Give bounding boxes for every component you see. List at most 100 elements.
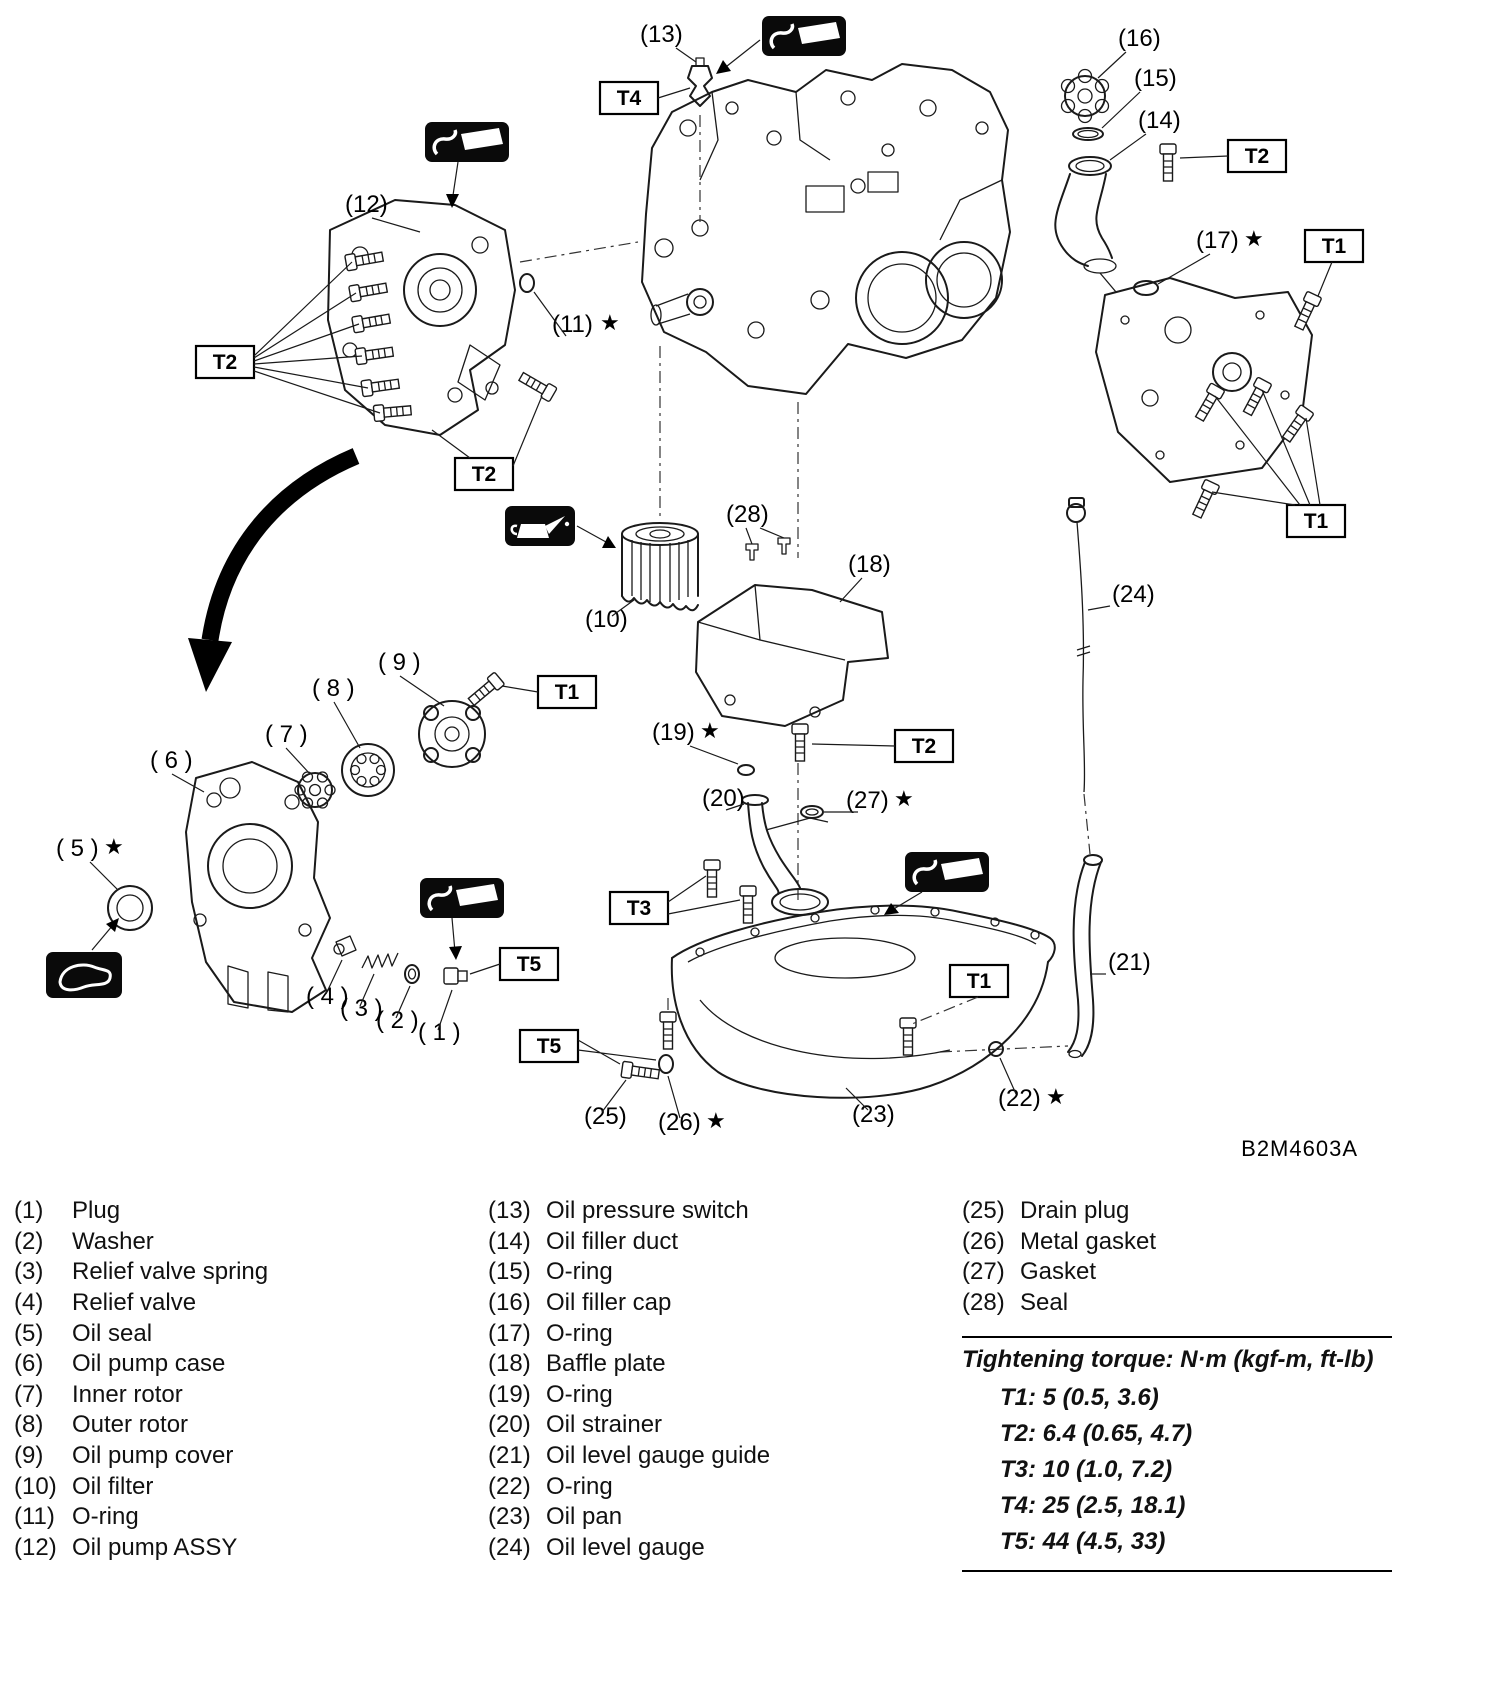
legend-item-number: (3): [14, 1258, 44, 1286]
legend-item-number: (26): [962, 1227, 1005, 1255]
legend-item-label: O-ring: [546, 1258, 613, 1286]
torque-box-t5-drain: T5: [518, 1028, 657, 1065]
legend-item: (15) O-ring: [488, 1257, 770, 1288]
bolt: [1239, 376, 1273, 418]
callout-8: ( 8 ): [312, 675, 355, 702]
callout-10: (10): [585, 606, 628, 633]
legend-item-label: Baffle plate: [546, 1350, 666, 1378]
legend-item-label: Oil strainer: [546, 1411, 663, 1439]
plug: [443, 967, 468, 985]
torque-box-t2-left: T2: [194, 261, 381, 414]
torque-box-t1-top-right: T1: [1303, 228, 1365, 297]
callout-22: (22): [998, 1085, 1041, 1112]
legend-item: (4)Relief valve: [14, 1288, 268, 1319]
oil-pan: [670, 904, 1056, 1099]
callout-1: ( 1 ): [418, 1019, 461, 1046]
callout-28: (28): [726, 501, 769, 528]
callout-13: (13): [640, 21, 683, 48]
legend-item-label: Oil pump ASSY: [72, 1533, 238, 1561]
baffle-plate: [695, 584, 889, 727]
outer-rotor: [341, 743, 395, 797]
legend-item-label: Oil pump cover: [72, 1442, 234, 1470]
legend-item-number: (4): [14, 1289, 44, 1317]
legend-item: (25) Drain plug: [962, 1196, 1156, 1227]
bolt: [372, 401, 413, 423]
callout-3: ( 3 ): [340, 995, 383, 1022]
legend-item-number: (8): [14, 1411, 44, 1439]
relief-valve: [333, 935, 357, 957]
oil-level-gauge: [1066, 497, 1091, 793]
legend-item-label: Oil pan: [546, 1503, 623, 1531]
legend-item-label: Metal gasket: [1020, 1227, 1157, 1255]
legend-item-label: Inner rotor: [72, 1380, 183, 1408]
svg-text:T3: T3: [627, 897, 652, 920]
torque-box-t2-baffle: T2: [811, 728, 955, 764]
callout-2: ( 2 ): [376, 1007, 419, 1034]
torque-table-title: Tightening torque: N·m (kgf-m, ft-lb): [962, 1346, 1374, 1373]
legend-item-number: (24): [488, 1533, 531, 1561]
torque-box-t4: T4: [598, 80, 691, 116]
legend-item: (19)O-ring: [488, 1380, 770, 1411]
torque-row-t1: T1: 5 (0.5, 3.6): [1000, 1384, 1159, 1411]
relief-valve-spring: [361, 952, 399, 969]
legend-item-number: (18): [488, 1350, 531, 1378]
bolt: [739, 885, 757, 924]
bolt: [351, 310, 392, 334]
torque-row-t5: T5: 44 (4.5, 33): [1000, 1528, 1166, 1555]
legend-item: (27)Gasket: [962, 1257, 1156, 1288]
oil-pump-assy: [327, 199, 516, 436]
figure-reference-code: B2M4603A: [1241, 1136, 1358, 1161]
svg-text:T5: T5: [517, 953, 542, 976]
bolt: [1159, 143, 1177, 182]
oil-pump-case: [185, 761, 331, 1013]
callout-7: ( 7 ): [265, 721, 308, 748]
legend-item-label: Drain plug: [1020, 1197, 1130, 1225]
legend-item-label: Plug: [72, 1197, 121, 1225]
legend-item-label: Oil filter: [72, 1472, 154, 1500]
legend-item-number: (27): [962, 1258, 1005, 1286]
legend-item: (8)Outer rotor: [14, 1410, 268, 1441]
liquid-gasket-icon-box: [44, 918, 124, 1000]
legend-item-number: (12): [14, 1533, 57, 1561]
sealant-icon-box-pan: [884, 850, 991, 915]
legend-item-number: (6): [14, 1350, 44, 1378]
legend-item: (6)Oil pump case: [14, 1349, 268, 1380]
legend-item-label: O-ring: [72, 1503, 139, 1531]
torque-row-t3: T3: 10 (1.0, 7.2): [1000, 1456, 1173, 1483]
legend-item: (2)Washer: [14, 1227, 268, 1258]
legend-item-number: (14): [488, 1227, 531, 1255]
sealant-icon-box-pump: [423, 120, 511, 208]
drain-plug: [620, 1060, 661, 1083]
callout-17: (17): [1196, 227, 1239, 254]
legend-item-number: (13): [488, 1197, 531, 1225]
bolt: [354, 343, 395, 366]
torque-box-t2-top-right: T2: [1179, 138, 1288, 174]
legend-item: (5)Oil seal: [14, 1318, 268, 1349]
legend-item: (9)Oil pump cover: [14, 1441, 268, 1472]
callout-6: ( 6 ): [150, 747, 193, 774]
legend-item-label: Seal: [1020, 1289, 1069, 1317]
engine-block: [641, 63, 1011, 395]
legend-item: (11)O-ring: [14, 1502, 268, 1533]
seal: [745, 543, 759, 561]
svg-text:T1: T1: [555, 681, 580, 704]
callout-9: ( 9 ): [378, 649, 421, 676]
legend-item-label: Oil filler cap: [546, 1289, 672, 1317]
legend-item-label: Relief valve spring: [72, 1258, 269, 1286]
separator-cover: [1095, 277, 1313, 483]
callout-26: (26): [658, 1109, 701, 1136]
svg-text:T4: T4: [617, 87, 642, 110]
legend-item-number: (25): [962, 1197, 1005, 1225]
legend-item: (12) Oil pump ASSY: [14, 1533, 268, 1564]
baffle-o-ring: [737, 764, 755, 776]
callout-14: (14): [1138, 107, 1181, 134]
seal: [777, 537, 791, 555]
svg-text:T2: T2: [472, 463, 497, 486]
star-19: ★: [700, 719, 720, 744]
legend-item-label: Oil level gauge: [546, 1533, 705, 1561]
legend-item-number: (10): [14, 1472, 57, 1500]
legend-item: (3) Relief valve spring: [14, 1257, 268, 1288]
svg-text:T1: T1: [1304, 510, 1329, 533]
legend-item-number: (15): [488, 1258, 531, 1286]
